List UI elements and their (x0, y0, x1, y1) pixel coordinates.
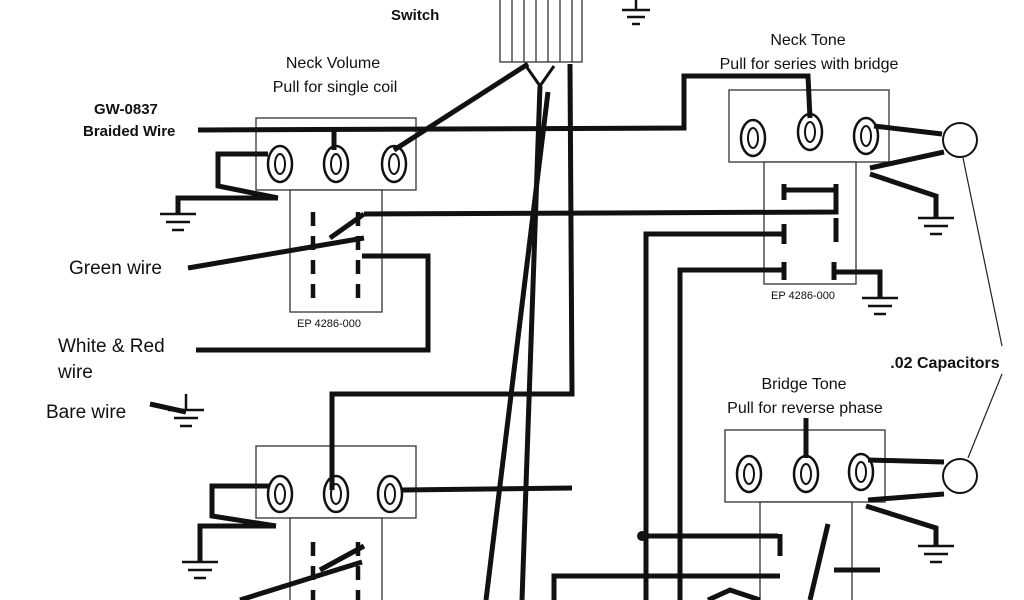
bridge-volume-pot (255, 445, 417, 600)
bridge-tone-pot (724, 429, 886, 600)
white-red-wire-label-line2: wire (57, 362, 93, 383)
capacitor-pointer-bottom (967, 373, 1003, 459)
white-red-wire-label-line1: White & Red (58, 336, 165, 357)
ground-symbol-bare-wire (168, 394, 204, 428)
pickup-selector-switch (499, 0, 583, 63)
ground-symbol-bridge-tone-cap (918, 544, 954, 564)
bare-wire-label: Bare wire (46, 402, 126, 423)
ground-symbol-neck-tone-cap (918, 216, 954, 236)
neck-volume-part-number: EP 4286-000 (297, 318, 361, 330)
neck-tone-capacitor (942, 122, 978, 158)
bridge-tone-title: Bridge Tone (761, 376, 846, 393)
ground-symbol-neck-tone-switch (862, 296, 898, 316)
braided-wire-part-label: GW-0837 (94, 101, 158, 118)
braided-wire-label: Braided Wire (83, 123, 175, 140)
bridge-tone-subtitle: Pull for reverse phase (727, 400, 883, 417)
wires (149, 61, 945, 600)
neck-tone-subtitle: Pull for series with bridge (720, 56, 899, 73)
neck-tone-part-number: EP 4286-000 (771, 290, 835, 302)
neck-tone-pot (728, 89, 890, 285)
switch-ground-symbol (622, 0, 650, 26)
capacitor-pointer-top (962, 157, 1003, 347)
neck-tone-switch-marks (781, 184, 839, 280)
neck-tone-title: Neck Tone (770, 32, 845, 49)
green-wire-label: Green wire (69, 258, 162, 279)
solder-junction (637, 531, 647, 541)
ground-symbol-bridge-volume (182, 560, 218, 580)
bridge-tone-capacitor (942, 458, 978, 494)
neck-volume-title: Neck Volume (286, 55, 380, 72)
neck-volume-subtitle: Pull for single coil (273, 79, 398, 96)
ground-symbol-neck-volume (160, 212, 196, 232)
switch-label: Switch (391, 7, 439, 24)
capacitors-label: .02 Capacitors (890, 355, 999, 372)
